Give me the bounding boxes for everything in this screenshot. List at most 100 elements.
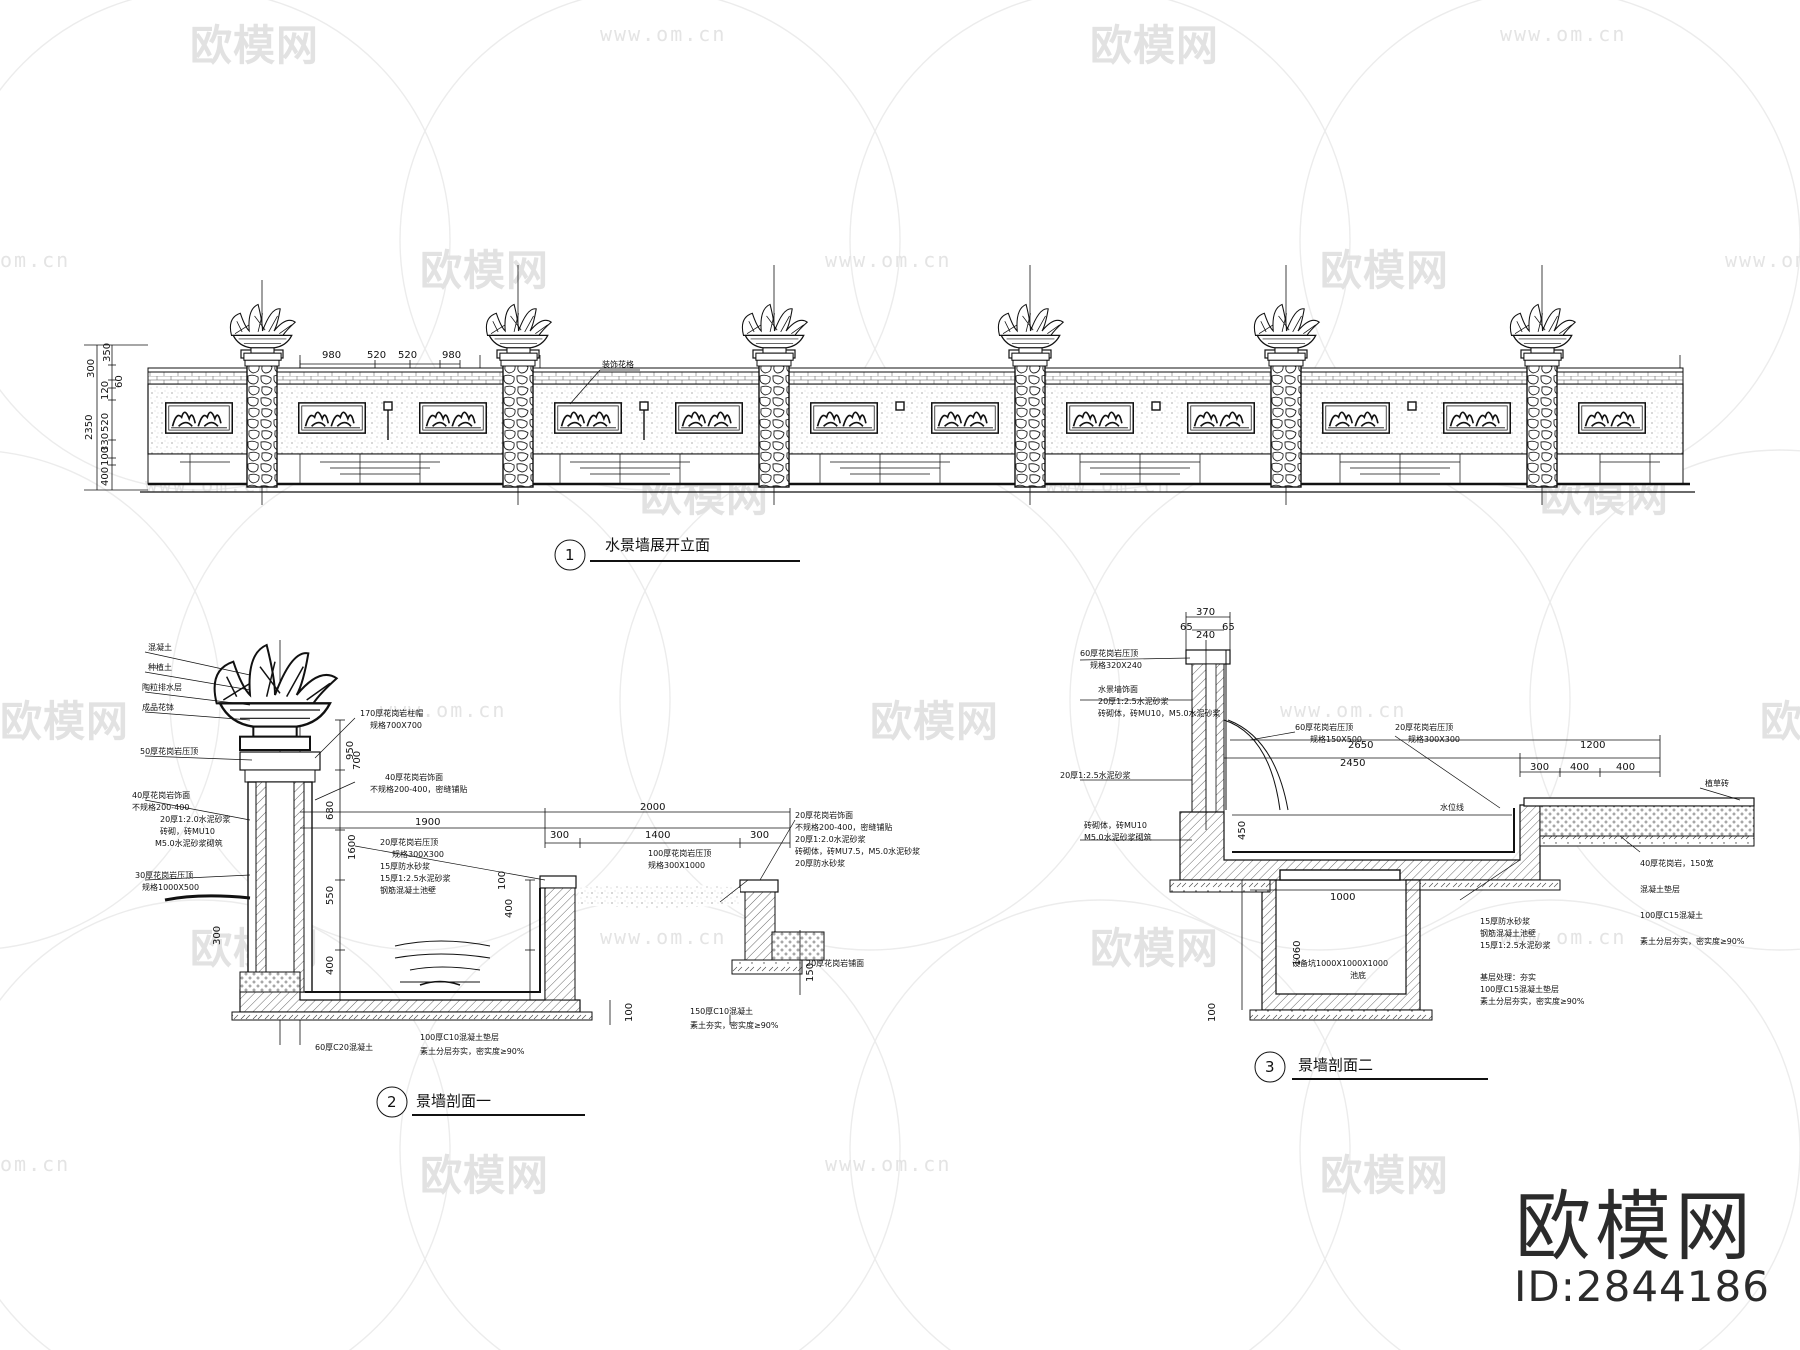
dim-1060: 1060	[1292, 941, 1303, 966]
note2-inner-4: 钢筋混凝土池壁	[380, 885, 436, 895]
dim-2000: 2000	[640, 802, 665, 813]
note3-inner-0: 设备坑1000X1000X1000	[1292, 958, 1388, 968]
note3-top-4: 植草砖	[1705, 778, 1729, 788]
note2-left-8: 砖砌，砖MU10	[160, 826, 215, 836]
note2-bottom-4: 素土夯实，密实度≥90%	[690, 1020, 779, 1030]
note3-left-4: 砖砌体，砖MU10，M5.0水泥砂浆	[1098, 708, 1221, 718]
dim-370: 370	[1196, 607, 1215, 618]
note2-left-2: 陶粒排水层	[142, 682, 182, 692]
dim-100: 100	[100, 447, 111, 466]
dim-65-b: 65	[1222, 622, 1235, 633]
dim-450: 450	[1237, 821, 1248, 840]
dim-330: 330	[100, 433, 111, 452]
dim-240: 240	[1196, 630, 1215, 641]
note2-bottom-1: 100厚C10混凝土垫层	[420, 1032, 499, 1042]
note3-inner-1: 池底	[1350, 970, 1366, 980]
dim-550: 550	[325, 886, 336, 905]
elevation-planters	[229, 303, 1576, 361]
note3-right-3: 基层处理：夯实	[1480, 972, 1536, 982]
dim-400-b: 400	[1616, 762, 1635, 773]
note2-right-0: 20厚花岗岩饰面	[795, 810, 853, 820]
dim-2350: 2350	[84, 415, 95, 440]
note2-left-0: 混凝土	[148, 642, 172, 652]
note2-left-9: M5.0水泥砂浆砌筑	[155, 838, 223, 848]
note3-right-8: 100厚C15混凝土	[1640, 910, 1703, 920]
dim-680: 680	[325, 801, 336, 820]
dim-350: 350	[102, 343, 113, 362]
drawing-1-number-circle	[554, 539, 586, 571]
drawing-3-number: 3	[1265, 1058, 1275, 1076]
brand-id: ID:2844186	[1514, 1262, 1770, 1311]
dim-2450: 2450	[1340, 758, 1365, 769]
note2-inner-0: 20厚花岗岩压顶	[380, 837, 438, 847]
note2-left-10: 30厚花岗岩压顶	[135, 870, 193, 880]
note2-top-2: 40厚花岗岩饰面	[385, 772, 443, 782]
drawing-2-number: 2	[387, 1093, 397, 1111]
dim-700: 700	[352, 751, 363, 770]
note2-left-6: 不规格200-400	[132, 802, 189, 812]
dim-150: 150	[805, 963, 816, 982]
note2-bottom-3: 150厚C10混凝土	[690, 1006, 753, 1016]
note3-right-9: 素土分层夯实，密实度≥90%	[1640, 936, 1745, 946]
note2-left-1: 种植土	[148, 662, 172, 672]
note2-left-5: 40厚花岗岩饰面	[132, 790, 190, 800]
note3-top-3: 规格300X300	[1408, 734, 1460, 744]
label-decor-pattern: 装饰花格	[602, 359, 634, 369]
dim-300: 300	[1530, 762, 1549, 773]
note2-right-4: 20厚防水砂浆	[795, 858, 845, 868]
note3-left-7: M5.0水泥砂浆砌筑	[1084, 832, 1152, 842]
dim-100-b: 100	[624, 1003, 635, 1022]
dim-60: 60	[114, 375, 125, 388]
dim-400-a: 400	[325, 956, 336, 975]
dim-300-a: 300	[550, 830, 569, 841]
dim-400-b: 400	[504, 899, 515, 918]
note2-top-0: 170厚花岗岩柱帽	[360, 708, 423, 718]
note2-top-1: 规格700X700	[370, 720, 422, 730]
note3-left-3: 20厚1:2.5水泥砂浆	[1098, 696, 1169, 706]
dim-2650: 2650	[1348, 740, 1373, 751]
dim-1000: 1000	[1330, 892, 1355, 903]
dim-1200: 1200	[1580, 740, 1605, 751]
drawing-2-title: 景墙剖面一	[416, 1092, 491, 1110]
dim-1900: 1900	[415, 817, 440, 828]
drawing-3-title: 景墙剖面二	[1298, 1056, 1373, 1074]
note3-top-0: 60厚花岗岩压顶	[1295, 722, 1353, 732]
dim-400-a: 400	[1570, 762, 1589, 773]
dim-400: 400	[100, 467, 111, 486]
dim-300-c: 300	[212, 926, 223, 945]
note3-right-2: 15厚1:2.5水泥砂浆	[1480, 940, 1551, 950]
drawing-2-number-circle	[376, 1086, 408, 1118]
note2-bottom-2: 素土分层夯实，密实度≥90%	[420, 1046, 525, 1056]
dim-300: 300	[86, 359, 97, 378]
section-1-drawing: 2000 1900 1400 300 300 950 700 680 1600 …	[132, 640, 920, 1118]
drawing-1-title: 水景墙展开立面	[605, 536, 710, 554]
note3-left-0: 60厚花岗岩压顶	[1080, 648, 1138, 658]
note2-inner-2: 15厚防水砂浆	[380, 861, 430, 871]
dim-980-right: 980	[442, 350, 461, 361]
note3-right-4: 100厚C15混凝土垫层	[1480, 984, 1559, 994]
note3-right-1: 钢筋混凝土池壁	[1480, 928, 1536, 938]
note2-inner-1: 规格300X300	[392, 849, 444, 859]
note3-left-6: 砖砌体，砖MU10	[1084, 820, 1147, 830]
dim-520-a: 520	[367, 350, 386, 361]
note3-right-0: 15厚防水砂浆	[1480, 916, 1530, 926]
dim-120: 120	[100, 381, 111, 400]
note3-left-5: 20厚1:2.5水泥砂浆	[1060, 770, 1131, 780]
note3-top-1: 规格150X500	[1310, 734, 1362, 744]
dim-1600: 1600	[347, 835, 358, 860]
note2-right-6: 规格300X1000	[648, 860, 705, 870]
brand-name: 欧模网	[1515, 1182, 1755, 1271]
note2-left-4: 50厚花岗岩压顶	[140, 746, 198, 756]
section-2-drawing: 370 240 65 65 2650 2450 1200 300 400 400…	[1060, 607, 1755, 1083]
elevation-drawing: 980 520 520 980 350 300 60 120 520 330 1…	[84, 265, 1695, 571]
dim-980-left: 980	[322, 350, 341, 361]
note2-top-3: 不规格200-400，密缝铺贴	[370, 784, 467, 794]
note2-left-11: 规格1000X500	[142, 882, 199, 892]
note2-bottom-0: 60厚C20混凝土	[315, 1042, 373, 1052]
note3-right-7: 混凝土垫层	[1640, 884, 1680, 894]
drawing-3-number-circle	[1254, 1051, 1286, 1083]
note2-right-2: 20厚1:2.0水泥砂浆	[795, 834, 866, 844]
dim-1400: 1400	[645, 830, 670, 841]
note3-left-2: 水景墙饰面	[1098, 684, 1138, 694]
